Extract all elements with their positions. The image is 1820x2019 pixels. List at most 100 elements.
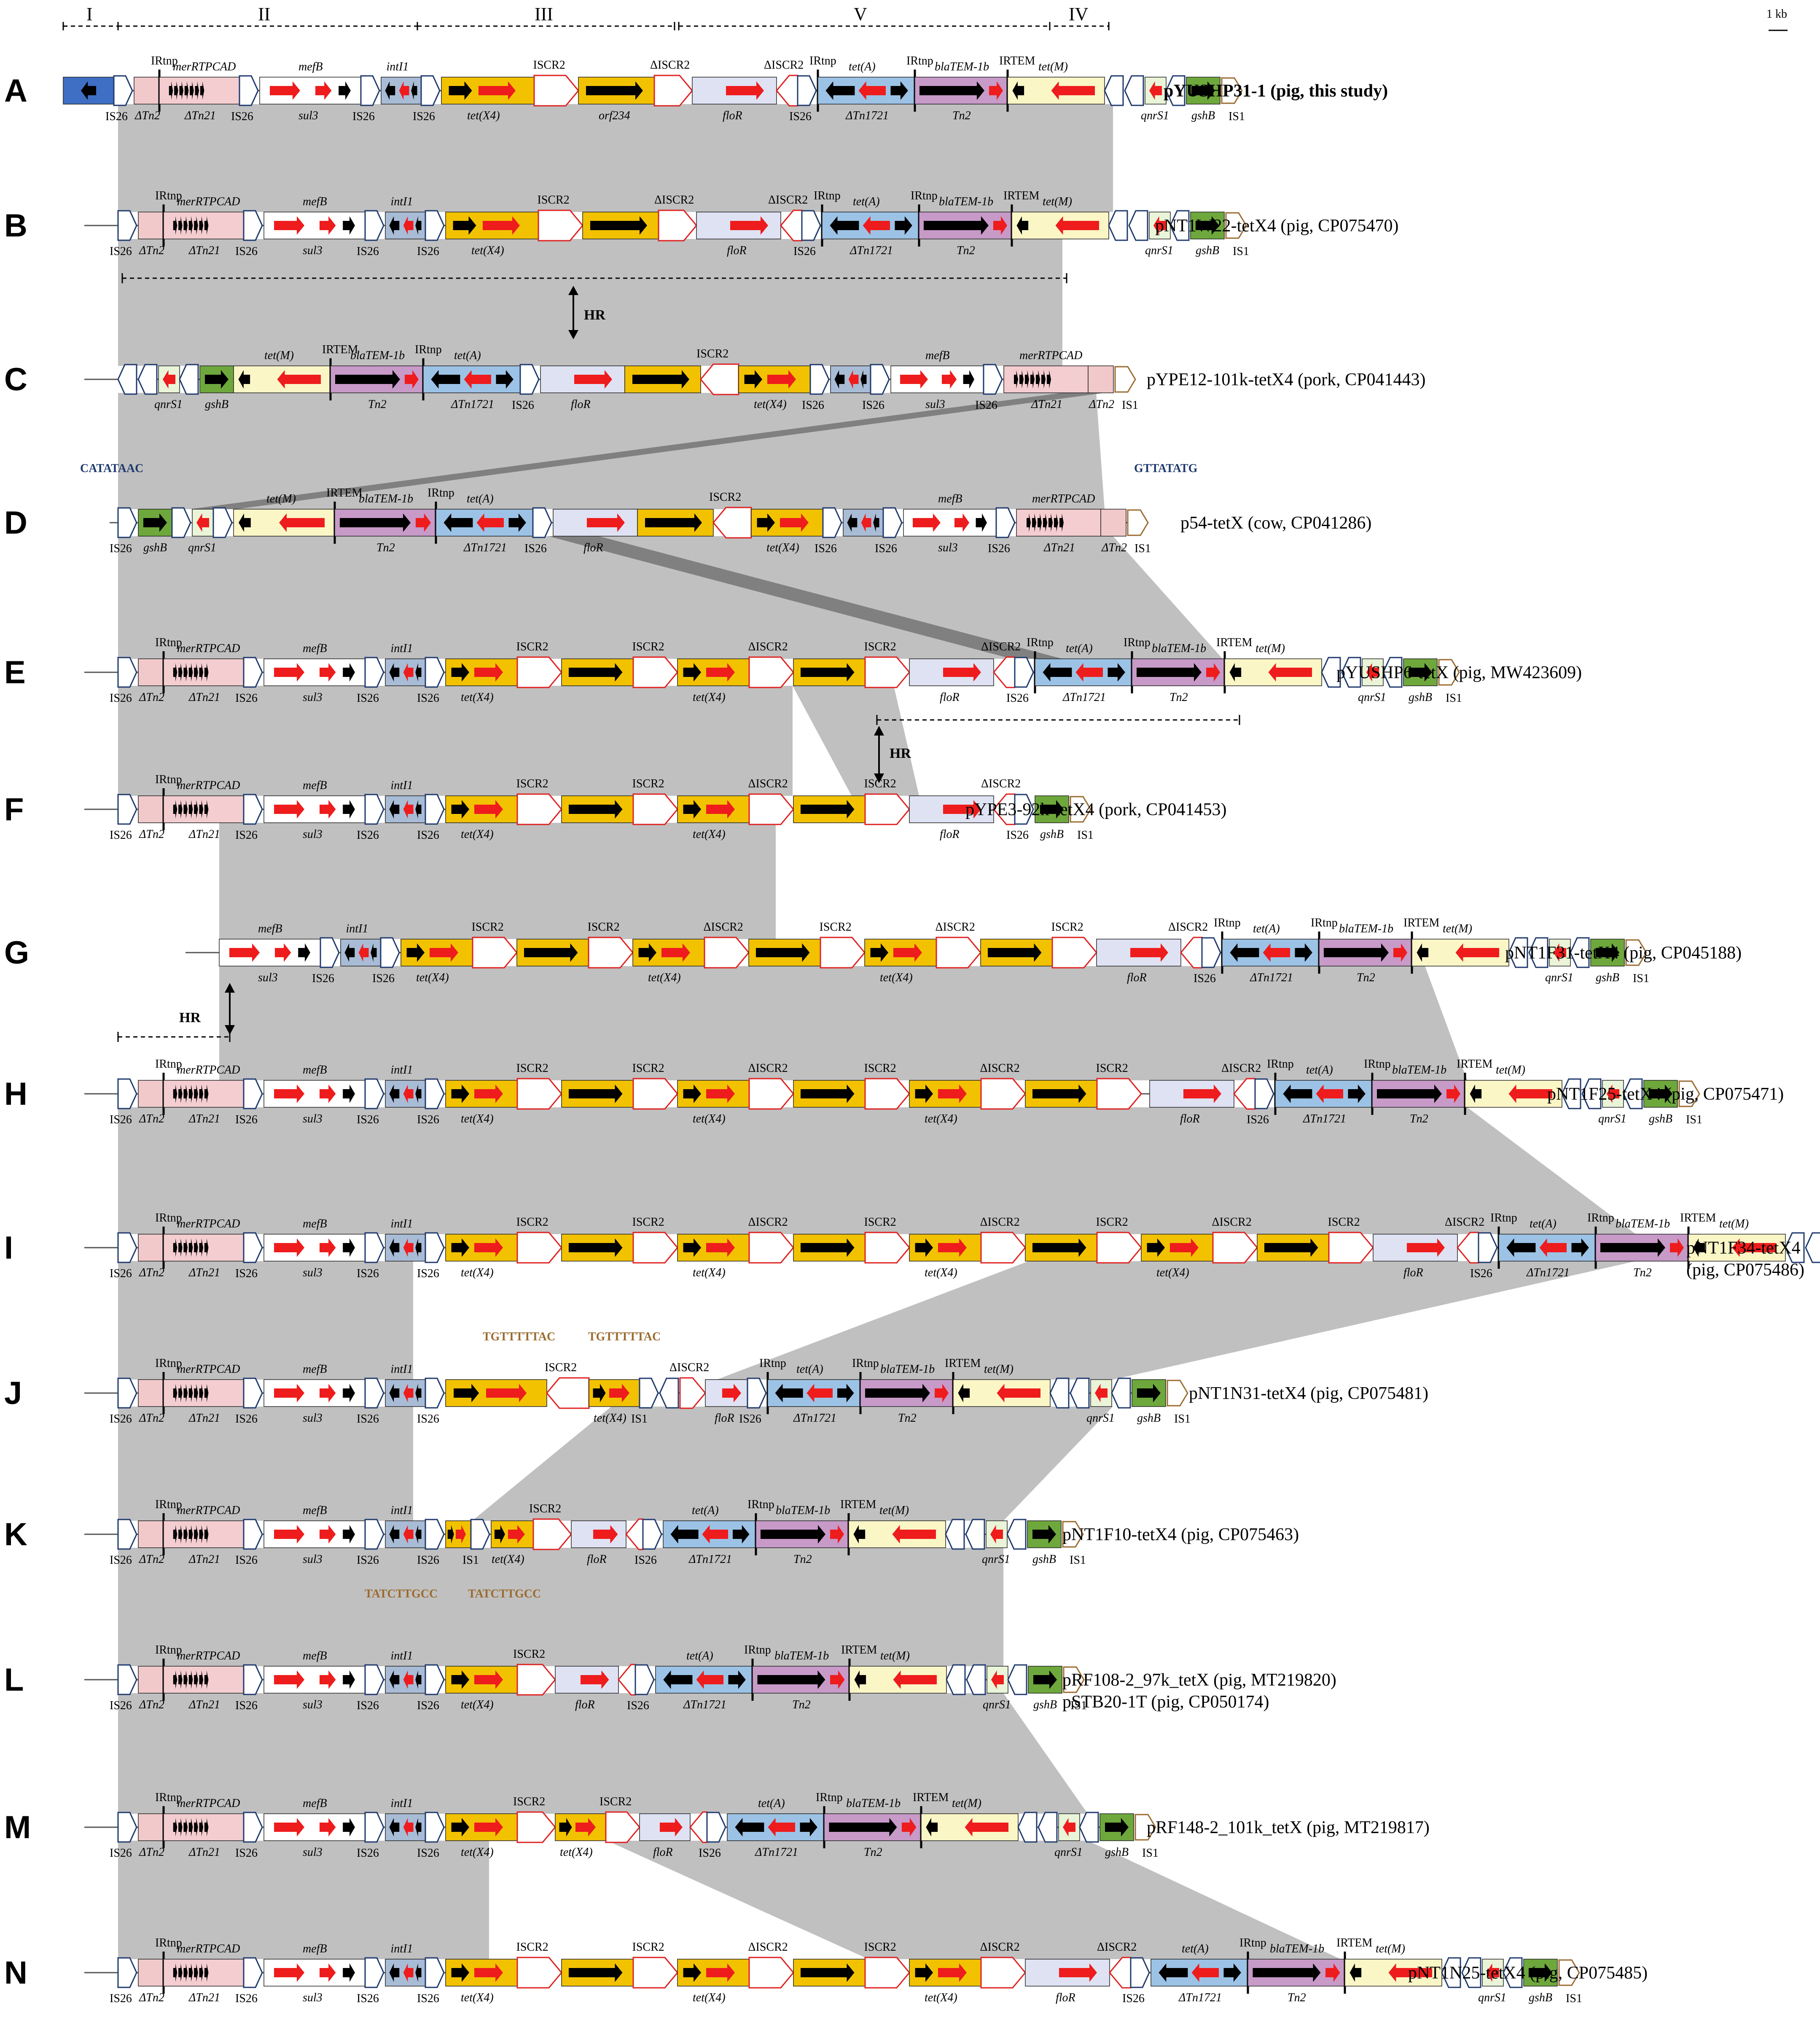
gene-arrow — [1388, 1963, 1432, 1982]
gene-arrow — [1059, 513, 1064, 532]
gene-arrow — [204, 1384, 209, 1402]
iscr-label: ISCR2 — [513, 1795, 545, 1808]
gene-arrow — [670, 1525, 699, 1544]
is26-element-icon — [1070, 1377, 1090, 1409]
gene-arrow — [389, 663, 400, 682]
ir-label: IRtnp — [1364, 1058, 1391, 1071]
is-label: IS26 — [110, 829, 132, 842]
is-label: IS26 — [524, 542, 547, 555]
gene-label-bottom: ΔTn1721 — [1526, 1266, 1570, 1279]
gene-label-bottom: gshB — [1137, 1412, 1161, 1425]
gene-arrow — [320, 1085, 336, 1103]
iscr-label: ISCR2 — [632, 777, 664, 790]
gene-arrow — [416, 513, 431, 532]
gene-label-bottom: ΔTn2 — [1089, 398, 1114, 411]
iscr2-element-icon — [632, 1957, 678, 1989]
gene-arrow — [188, 1384, 193, 1402]
gene-arrow — [188, 1963, 193, 1982]
is-label: IS26 — [1006, 829, 1029, 842]
plasmid-name: pYUSHP31-1 (pig, this study) — [1164, 81, 1388, 101]
gene-arrow — [178, 1238, 183, 1257]
iscr-label: ΔISCR2 — [748, 640, 788, 653]
gene-arrow — [270, 81, 300, 100]
gene-arrow — [403, 1085, 414, 1103]
gene-label-top: tet(M) — [1719, 1217, 1749, 1230]
gene-label-bottom: tet(X4) — [492, 1553, 524, 1566]
is26-element-icon — [822, 507, 842, 538]
gene-arrow — [1043, 663, 1072, 682]
iscr-label: ΔISCR2 — [980, 1941, 1020, 1954]
is1-element-icon — [1134, 1814, 1156, 1841]
iscr-label: ΔISCR2 — [764, 59, 804, 72]
is26-element-icon — [966, 1664, 986, 1695]
iscr2-element-icon — [653, 75, 693, 107]
gene-arrow — [195, 81, 199, 100]
plasmid-name: pNT1F10-tetX4 (pig, CP075463) — [1062, 1525, 1299, 1544]
iscr-label: ISCR2 — [588, 921, 620, 934]
gene-label-bottom: qnrS1 — [1145, 244, 1173, 257]
is-label: IS26 — [235, 1113, 258, 1126]
iscr2-element-icon — [1096, 1078, 1142, 1110]
gene-arrow — [389, 1525, 400, 1544]
iscr2-element-icon — [748, 1957, 794, 1989]
ir-label: IRtnp — [1124, 636, 1151, 649]
gene-arrow — [892, 1525, 936, 1544]
gene-label-top: tet(A) — [1530, 1217, 1557, 1230]
gene-label-bottom: qnrS1 — [1141, 109, 1169, 122]
plasmid-name: pRF108-2_97k_tetX (pig, MT219820) — [1062, 1670, 1336, 1690]
ir-label: IRTEM — [1336, 1936, 1373, 1949]
ir-label: IRtnp — [747, 1498, 774, 1511]
is26-element-icon — [1006, 1519, 1027, 1550]
iscr-label: ΔISCR2 — [1445, 1216, 1484, 1229]
gene-label-bottom: floR — [575, 1698, 595, 1711]
gene-label-top: blaTEM-1b — [1392, 1063, 1446, 1077]
gene-arrow — [942, 370, 957, 389]
gene-arrow — [829, 1818, 897, 1836]
gene-arrow — [178, 1818, 183, 1836]
iscr2-element-icon — [864, 1957, 910, 1989]
is-label: IS26 — [413, 110, 435, 123]
gene-arrow — [1268, 663, 1312, 682]
is-label: IS26 — [352, 110, 375, 123]
is26-element-icon — [243, 1664, 263, 1695]
gene-arrow — [587, 513, 625, 532]
is26-element-icon — [425, 1957, 445, 1988]
gene-label-top: mefB — [303, 642, 327, 655]
is-label: IS26 — [235, 829, 258, 842]
iscr-label: ISCR2 — [513, 1648, 545, 1661]
is26-element-icon — [117, 1078, 137, 1109]
gene-label-top: intI1 — [391, 1649, 413, 1662]
gene-arrow — [1012, 81, 1024, 100]
seq-label-k-right: TATCTTGCC — [468, 1587, 541, 1600]
ir-label: IRtnp — [906, 54, 933, 67]
iscr2-element-icon — [632, 656, 678, 688]
gene-arrow — [173, 216, 177, 235]
row-letter: A — [4, 73, 27, 109]
gene-label-bottom: tet(X4) — [461, 1991, 494, 2004]
gene-block-reg1 — [63, 77, 114, 105]
gene-arrow — [194, 1085, 198, 1103]
is1-element-icon — [1438, 659, 1460, 686]
gene-label-top: blaTEM-1b — [359, 492, 413, 505]
iscr-label: ΔISCR2 — [748, 1062, 788, 1075]
homology-layer — [118, 104, 1636, 1959]
iscr2-element-icon — [679, 1377, 706, 1409]
gene-label-bottom: tet(X4) — [880, 971, 913, 984]
gene-label-top: mefB — [303, 1504, 327, 1517]
is-label: IS26 — [357, 1554, 379, 1567]
gene-label-bottom: gshB — [1033, 1698, 1057, 1711]
is26-element-icon — [1111, 1377, 1131, 1409]
iscr2-element-icon — [516, 656, 562, 688]
is-label: IS26 — [417, 1113, 439, 1126]
is-label: IS26 — [110, 1699, 132, 1712]
gene-label-bottom: ΔTn1721 — [1062, 691, 1106, 704]
gene-arrow — [1407, 1238, 1445, 1257]
ir-label: IRtnp — [1267, 1058, 1294, 1071]
gene-label-bottom: sul3 — [303, 244, 323, 257]
gene-label-top: mefB — [303, 1217, 327, 1230]
gene-arrow — [183, 663, 188, 682]
gene-arrow — [415, 1085, 422, 1103]
gene-label-bottom: ΔTn2 — [139, 691, 164, 704]
is26-element-icon — [1508, 937, 1528, 968]
gene-label-bottom: qnrS1 — [1086, 1412, 1115, 1425]
